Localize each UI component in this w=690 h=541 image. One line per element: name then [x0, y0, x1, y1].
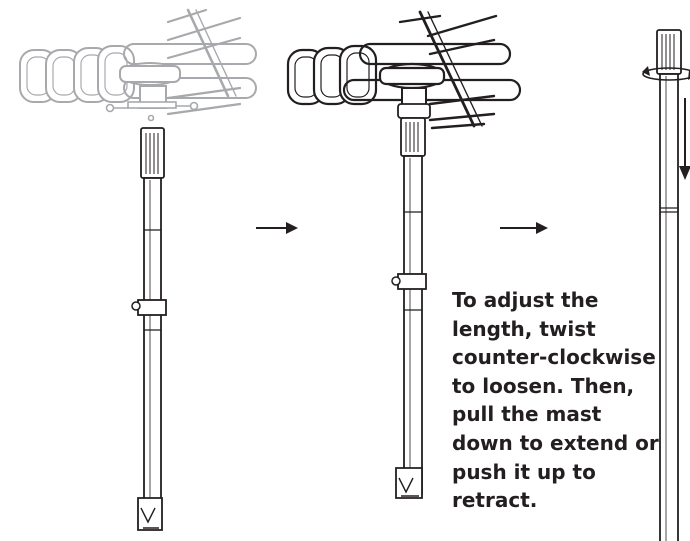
instruction-line: pull the mast: [452, 402, 602, 427]
instruction-line: to loosen. Then,: [452, 373, 635, 398]
antenna-housing: [378, 62, 446, 119]
instruction-line: To adjust the: [452, 288, 599, 312]
mounting-screws: [105, 101, 199, 122]
mast-1-tightening-collar: [140, 127, 165, 179]
instruction-line: length, twist: [452, 316, 596, 341]
right-arrow-icon: [500, 222, 548, 234]
mast-2-tightening-collar: [400, 117, 426, 157]
antenna-assembled: [286, 10, 522, 130]
director-rods: [398, 10, 498, 130]
reflector-loops: [19, 43, 257, 103]
mast-2-mount-bracket: [395, 467, 423, 499]
mast-1: [131, 127, 167, 531]
antenna-housing: [119, 62, 181, 109]
antenna-disassembled: [19, 8, 257, 122]
right-arrow-icon: [256, 222, 298, 234]
instruction-line: counter-clockwise: [452, 345, 656, 370]
mast-1-clamp: [137, 299, 167, 316]
mast-adjustment-detail: [656, 29, 682, 541]
instruction-line: down to extend or: [452, 430, 659, 455]
mast-2: [391, 117, 427, 499]
mast-1-mount-bracket: [137, 497, 163, 531]
down-arrow-icon: [679, 98, 690, 180]
director-rods: [166, 8, 242, 116]
instruction-line: push it up to: [452, 459, 596, 484]
adjustment-instructions: To adjust the length, twist counter-cloc…: [452, 286, 688, 515]
mast-2-clamp: [397, 273, 427, 290]
instruction-line: retract.: [452, 488, 538, 513]
